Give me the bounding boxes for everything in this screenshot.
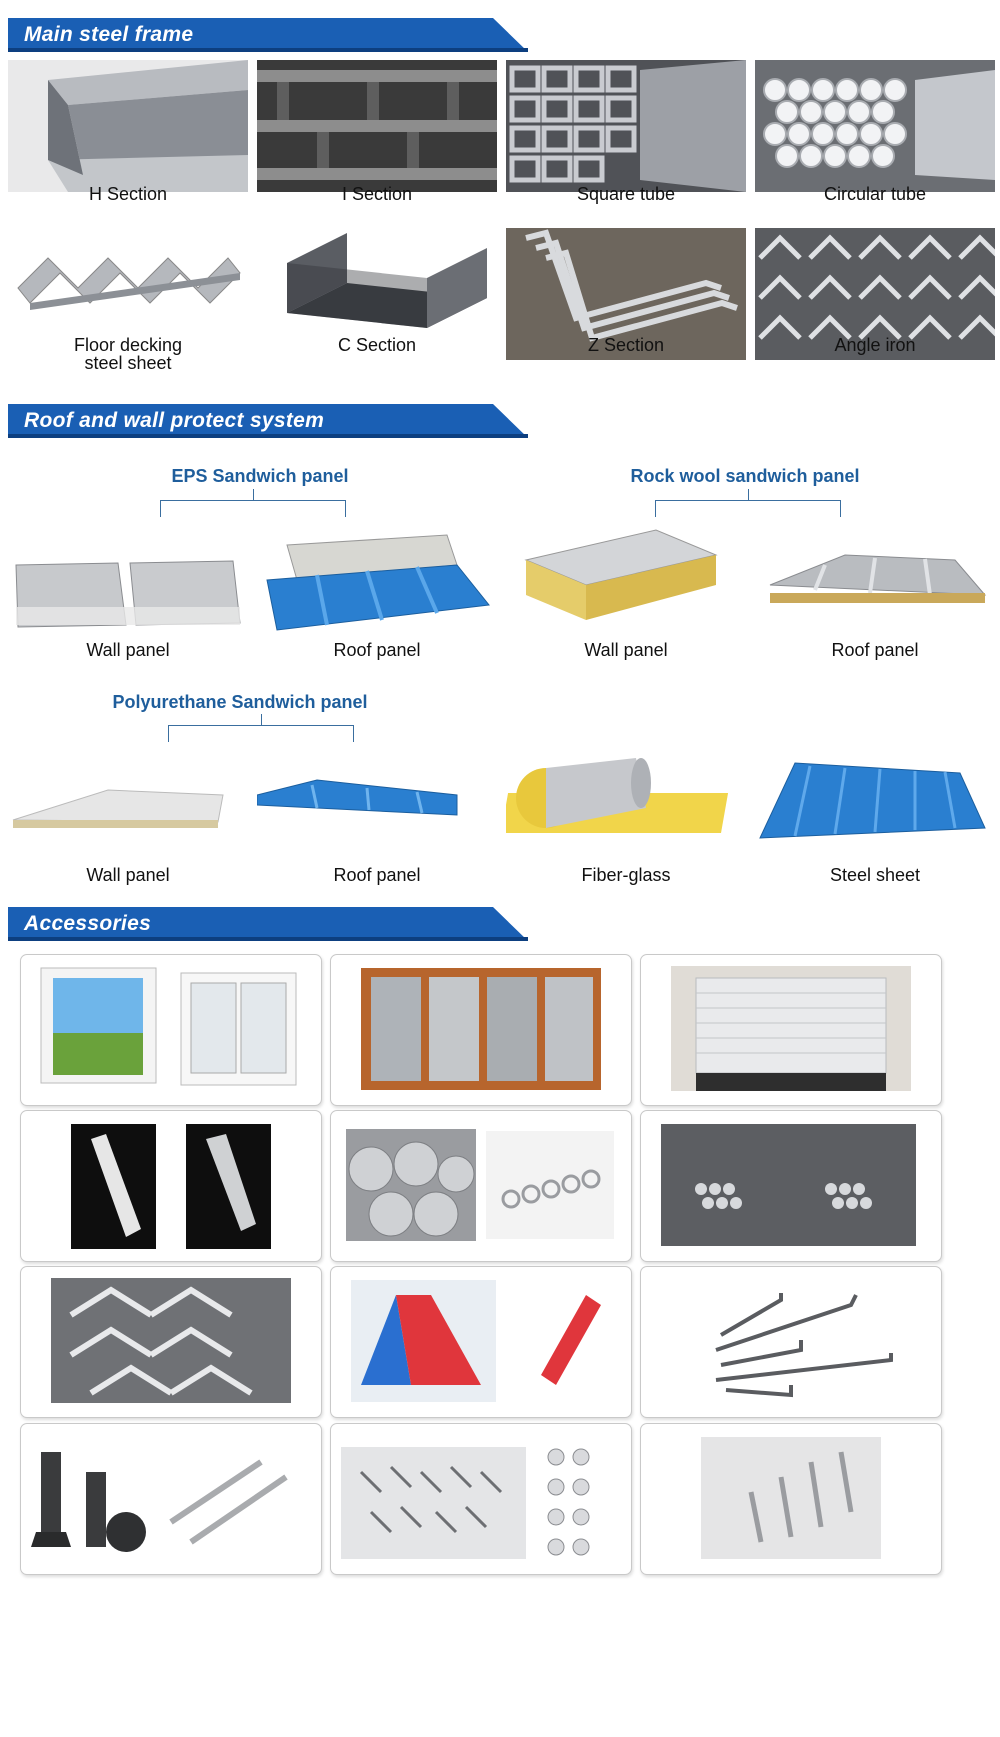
eps-wall-panel-label: Wall panel: [86, 640, 170, 660]
circular-tube-label: Circular tube: [823, 184, 927, 204]
screws-accessory-card: [330, 1423, 632, 1575]
eps-wall-panel-image: [15, 560, 241, 628]
eps-group-title: EPS Sandwich panel: [171, 466, 349, 486]
pu-roof-panel-label: Roof panel: [333, 865, 421, 885]
section-banner-accessories: Accessories: [8, 907, 528, 941]
square-tube-label: Square tube: [576, 184, 676, 204]
floor-decking-label: Floor decking steel sheet: [73, 335, 183, 373]
fiber-glass-image: [506, 758, 729, 833]
rockwool-wall-panel-label: Wall panel: [584, 640, 668, 660]
pu-wall-panel-image: [12, 789, 224, 828]
i-section-label: I Section: [341, 184, 413, 204]
window-accessory-card: [20, 954, 322, 1106]
fiber-glass-label: Fiber-glass: [581, 865, 671, 885]
section-banner-roof-wall: Roof and wall protect system: [8, 404, 528, 438]
angle-iron-image: [755, 228, 995, 360]
rockwool-wall-panel-image: [524, 529, 718, 620]
floor-decking-image: [8, 228, 248, 360]
c-section-label: C Section: [337, 335, 417, 355]
rockwool-group-title: Rock wool sandwich panel: [630, 466, 860, 486]
circular-tube-image: [755, 60, 995, 192]
z-section-label: Z Section: [587, 335, 665, 355]
h-section-image: [8, 60, 248, 192]
rockwool-roof-panel-image: [769, 554, 987, 603]
pu-wall-panel-label: Wall panel: [86, 865, 170, 885]
eps-roof-panel-image: [266, 534, 490, 631]
anchor-bolt-accessory-card: [640, 1266, 942, 1418]
sliding-door-accessory-card: [330, 954, 632, 1106]
rolling-shutter-accessory-card: [640, 954, 942, 1106]
section-banner-main-frame: Main steel frame: [8, 18, 528, 52]
h-section-label: H Section: [88, 184, 168, 204]
rockwool-bracket: [655, 489, 841, 517]
i-section-image: [257, 60, 497, 192]
flashing-trim-accessory-card: [20, 1110, 322, 1262]
section-title: Main steel frame: [24, 23, 194, 46]
pu-bracket: [168, 714, 354, 742]
eps-bracket: [160, 489, 346, 517]
angle-steel-accessory-card: [20, 1266, 322, 1418]
z-section-image: [506, 228, 746, 360]
angle-iron-label: Angle iron: [834, 335, 916, 355]
pu-group-title: Polyurethane Sandwich panel: [112, 692, 368, 712]
section-title: Accessories: [24, 912, 152, 935]
rebar-bundle-accessory-card: [640, 1110, 942, 1262]
pu-roof-panel-image: [257, 779, 458, 816]
steel-sheet-label: Steel sheet: [829, 865, 921, 885]
rockwool-roof-panel-label: Roof panel: [831, 640, 919, 660]
bolt-nut-accessory-card: [20, 1423, 322, 1575]
rivets-accessory-card: [640, 1423, 942, 1575]
ridge-cap-accessory-card: [330, 1266, 632, 1418]
round-bar-pipe-accessory-card: [330, 1110, 632, 1262]
c-section-image: [257, 228, 497, 360]
section-title: Roof and wall protect system: [24, 409, 325, 432]
square-tube-image: [506, 60, 746, 192]
steel-sheet-image: [759, 762, 986, 839]
eps-roof-panel-label: Roof panel: [333, 640, 421, 660]
